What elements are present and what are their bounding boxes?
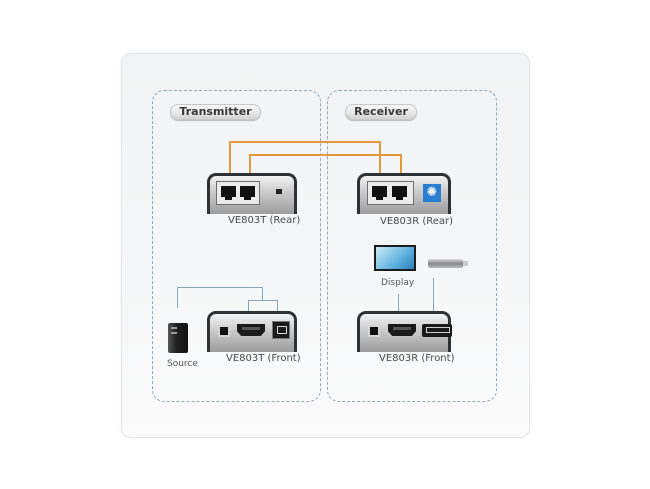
source-label: Source [167, 359, 198, 369]
receiver-zone [327, 90, 497, 402]
receiver-badge: Receiver [345, 104, 417, 120]
rj45-ports [367, 181, 414, 205]
transmitter-badge: Transmitter [170, 104, 261, 120]
display-cable [398, 294, 399, 314]
ve803r-rear-device: ✺ [357, 173, 451, 214]
usb-cable [433, 278, 434, 314]
display-label: Display [381, 278, 415, 288]
hdmi-port-icon [388, 324, 416, 336]
usb-b-port-icon [272, 321, 290, 339]
rj45-port-icon [392, 186, 407, 200]
ve803r-rear-label: VE803R (Rear) [380, 216, 454, 227]
rj45-ports [216, 181, 260, 205]
ve803t-rear-label: VE803T (Rear) [228, 215, 301, 226]
ve803t-front-device [207, 311, 297, 352]
usb-flash-drive-icon [428, 259, 468, 268]
dc-power-port-icon [218, 325, 230, 337]
rj45-port-icon [240, 186, 255, 200]
ve803t-rear-device [207, 173, 297, 214]
dc-power-port-icon [368, 325, 380, 337]
switch-icon [276, 189, 282, 194]
power-led-icon: ✺ [423, 184, 441, 202]
display-icon [374, 245, 416, 271]
source-computer-icon [168, 323, 188, 353]
rj45-port-icon [221, 186, 236, 200]
rj45-port-icon [372, 186, 387, 200]
transmitter-zone [152, 90, 321, 402]
ve803t-front-label: VE803T (Front) [226, 353, 301, 364]
usb-a-port-icon [422, 324, 452, 337]
ve803r-front-label: VE803R (Front) [379, 353, 455, 364]
ve803r-front-device [357, 311, 452, 352]
hdmi-port-icon [237, 324, 265, 336]
